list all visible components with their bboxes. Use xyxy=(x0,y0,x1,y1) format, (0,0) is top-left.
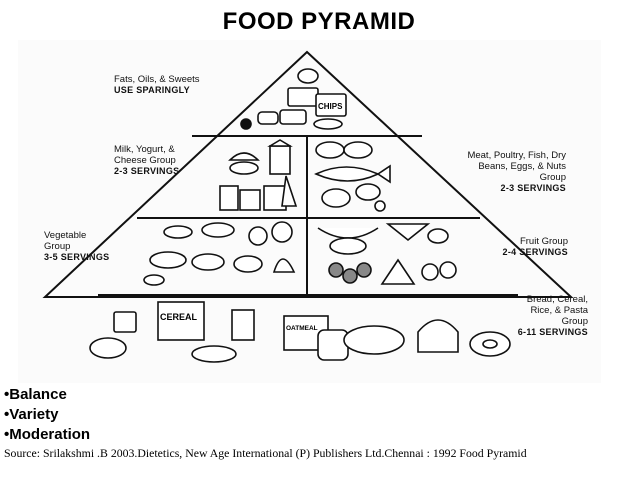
fats-serving: USE SPARINGLY xyxy=(114,85,200,96)
bread-serving: 6-11 SERVINGS xyxy=(504,327,588,338)
fats-group-name: Fats, Oils, & Sweets xyxy=(114,74,200,85)
bullet-variety: •Variety xyxy=(4,405,90,425)
food-pyramid-figure: CHIPS xyxy=(18,40,601,383)
vegetable-serving: 3-5 SERVINGS xyxy=(44,252,114,263)
meat-serving: 2-3 SERVINGS xyxy=(456,183,566,194)
milk-group-name: Milk, Yogurt, & Cheese Group xyxy=(114,144,176,166)
vegetables-icon xyxy=(144,222,294,285)
meat-label: Meat, Poultry, Fish, Dry Beans, Eggs, & … xyxy=(456,150,566,194)
source-citation: Source: Srilakshmi .B 2003.Dietetics, Ne… xyxy=(4,446,527,461)
oatmeal-label: OATMEAL xyxy=(286,325,318,332)
fruit-serving: 2-4 SERVINGS xyxy=(488,247,568,258)
milk-label: Milk, Yogurt, & Cheese Group 2-3 SERVING… xyxy=(114,144,194,177)
milk-serving: 2-3 SERVINGS xyxy=(114,166,194,177)
vegetable-label: Vegetable Group 3-5 SERVINGS xyxy=(44,230,114,263)
fruits-icon xyxy=(318,224,456,284)
cereal-label: CEREAL xyxy=(160,312,198,322)
meat-group-name: Meat, Poultry, Fish, Dry Beans, Eggs, & … xyxy=(467,150,566,183)
fish-meat-icon xyxy=(316,142,390,211)
bread-label: Bread, Cereal, Rice, & Pasta Group 6-11 … xyxy=(504,294,588,338)
bread-group-name: Bread, Cereal, Rice, & Pasta Group xyxy=(527,294,588,327)
chips-label: CHIPS xyxy=(318,102,343,111)
milk-cheese-icon xyxy=(220,140,296,210)
bullet-moderation: •Moderation xyxy=(4,425,90,445)
vegetable-group-name: Vegetable Group xyxy=(44,230,86,252)
fruit-group-name: Fruit Group xyxy=(520,236,568,247)
fruit-label: Fruit Group 2-4 SERVINGS xyxy=(488,236,568,258)
page-title: FOOD PYRAMID xyxy=(0,8,638,36)
bread-cereal-icon xyxy=(90,302,510,362)
key-points-list: •Balance •Variety •Moderation xyxy=(4,385,90,445)
bullet-balance: •Balance xyxy=(4,385,90,405)
fats-label: Fats, Oils, & Sweets USE SPARINGLY xyxy=(114,74,200,96)
